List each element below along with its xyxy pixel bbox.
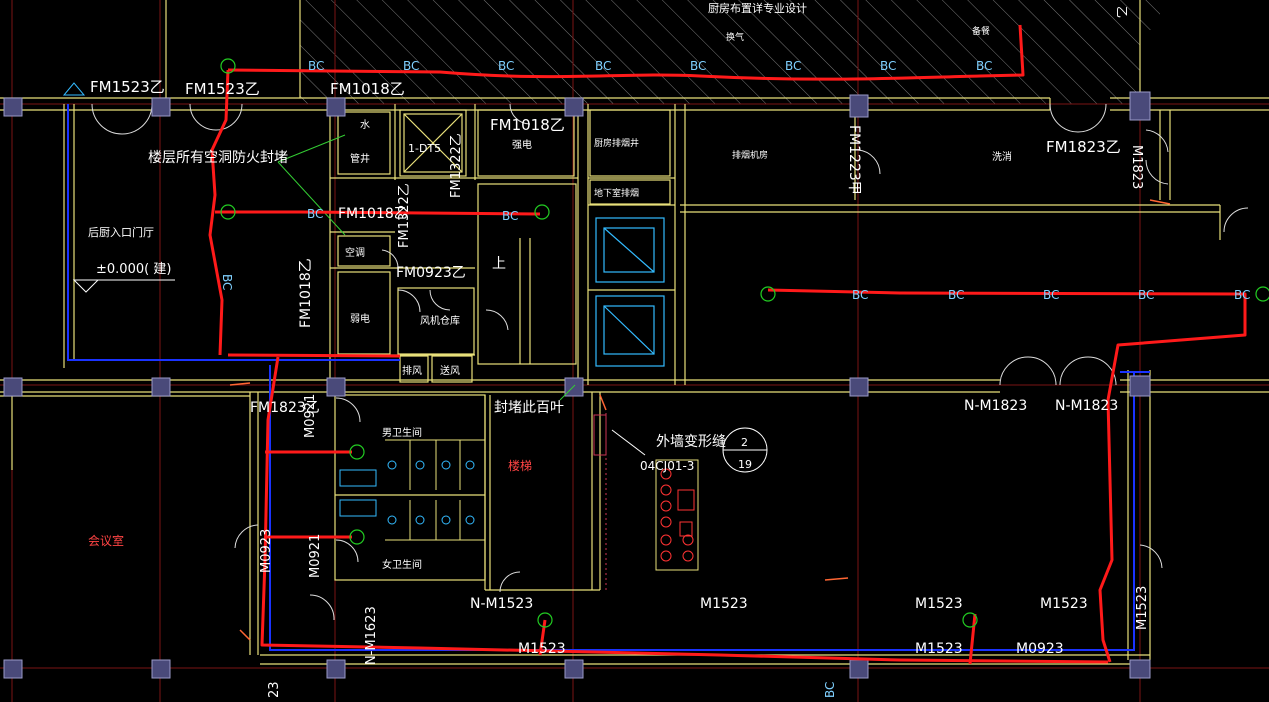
door-nm1823-a: N-M1823 (964, 398, 1027, 414)
room-water: 水 (360, 119, 370, 131)
room-strong-elec: 强电 (512, 138, 532, 151)
room-fan-a: 排风 (402, 364, 422, 377)
door-m0921-a: M0921 (303, 394, 318, 438)
door-m1523: M1523 (1135, 586, 1150, 630)
room-up: 上 (492, 256, 506, 272)
door-markers (229, 199, 1171, 641)
door-fm1823-a: FM1823乙 (1046, 138, 1121, 156)
door-fm1018-a: FM1018乙 (330, 80, 405, 98)
room-meeting: 会议室 (88, 533, 124, 548)
seal-louver-note: 封堵此百叶 (494, 400, 564, 416)
elevation-label: ±0.000( 建) (96, 262, 171, 277)
room-hall: 后厨入口门厅 (88, 225, 154, 239)
leader-lines (277, 134, 576, 401)
door-fm1223: FM1223甲 (846, 125, 862, 195)
bc-label: BC (880, 59, 896, 73)
hatched-area-right (1140, 0, 1160, 30)
red-pipes (208, 24, 1247, 665)
door-m0923-b: M0923 (1016, 641, 1064, 657)
room-womens-wc: 女卫生间 (382, 558, 422, 571)
corner-mark: 乙 (1115, 6, 1129, 18)
door-m1823-v: M1823 (1129, 145, 1144, 189)
room-fan-b: 送风 (440, 364, 460, 377)
bc-label: BC (690, 59, 706, 73)
room-mens-wc: 男卫生间 (382, 426, 422, 439)
door-m1523: M1523 (1040, 596, 1088, 612)
detail-num: 2 (741, 436, 748, 449)
bc-label: BC (498, 59, 514, 73)
room-underground: 地下室排烟 (594, 187, 639, 199)
door-m1523: M1523 (700, 596, 748, 612)
bc-label: BC (976, 59, 992, 73)
bc-label: BC (502, 209, 518, 223)
room-pipe-shaft: 管井 (350, 152, 370, 165)
door-fm1523-b: FM1523乙 (185, 80, 260, 98)
door-m1623: N-M1623 (364, 606, 379, 665)
bc-label: BC (823, 682, 837, 698)
detail-callout (611, 427, 768, 473)
elevation-marker-icon (72, 279, 100, 293)
kitchen-equipment (593, 410, 699, 590)
door-fm1523-a: FM1523乙 (90, 78, 165, 96)
kitchen-design-note: 厨房布置详专业设计 (708, 1, 807, 15)
bc-label: BC (1138, 288, 1154, 302)
bc-label: BC (595, 59, 611, 73)
toilet-fixtures (339, 439, 485, 541)
door-fm1322-b: FM1322乙 (397, 183, 412, 248)
door-fm1018-b: FM1018乙 (490, 116, 565, 134)
bc-label: BC (785, 59, 801, 73)
exterior-joint-note: 外墙变形缝 (656, 434, 726, 450)
fire-seal-note: 楼层所有空洞防火封堵 (148, 150, 288, 166)
walls (0, 0, 1269, 665)
door-nm1823-b: N-M1823 (1055, 398, 1118, 414)
pipe-nodes (220, 58, 1269, 628)
room-weak-elec: 弱电 (350, 312, 370, 325)
door-fm1322-a: FM1322乙 (449, 133, 464, 198)
door-fm1823-b: FM1823乙 (250, 400, 320, 416)
room-kitchen: 排烟机房 (732, 149, 768, 161)
door-fm1018-v: FM1018乙 (298, 258, 314, 328)
room-dish: 洗消 (992, 150, 1012, 163)
bc-label: BC (852, 288, 868, 302)
bc-label: BC (948, 288, 964, 302)
door-m1523: M1523 (915, 641, 963, 657)
blue-lines (67, 104, 1150, 651)
door-m1523: M1523 (915, 596, 963, 612)
room-kitchen-fan: 厨房排烟井 (594, 137, 639, 149)
bc-label: BC (1234, 288, 1250, 302)
bc-label: BC (308, 59, 324, 73)
room-air-cond: 空调 (345, 246, 365, 259)
door-swings (91, 103, 1249, 621)
door-fm1018-c: FM1018乙 (338, 206, 408, 222)
door-code-23: 23 (267, 681, 282, 698)
bc-label: BC (403, 59, 419, 73)
detail-sheet: 19 (738, 458, 752, 471)
bc-label: BC (307, 207, 323, 221)
room-fan-room: 风机仓库 (420, 314, 460, 327)
detail-ref: 04CJ01-3 (640, 459, 694, 473)
door-fm0923: FM0923乙 (396, 265, 466, 281)
hatched-area (300, 0, 1140, 104)
door-nm1523: N-M1523 (470, 596, 533, 612)
elevators (403, 113, 665, 367)
door-m0921-b: M0921 (308, 534, 323, 578)
labels: 厨房布置详专业设计 换气 备餐 乙 BC BC BC BC BC BC BC B… (88, 1, 1250, 698)
room-top-b: 备餐 (972, 25, 990, 37)
door-m1523: M1523 (518, 641, 566, 657)
room-top-a: 换气 (726, 31, 744, 43)
bc-label: BC (1043, 288, 1059, 302)
bc-label: BC (220, 274, 234, 290)
arrow-icon (62, 82, 86, 96)
room-elevator-id: 1-DT5 (408, 142, 441, 155)
door-m0923-v: M0923 (259, 529, 274, 573)
room-stair: 楼梯 (508, 458, 532, 473)
columns (3, 91, 1151, 679)
